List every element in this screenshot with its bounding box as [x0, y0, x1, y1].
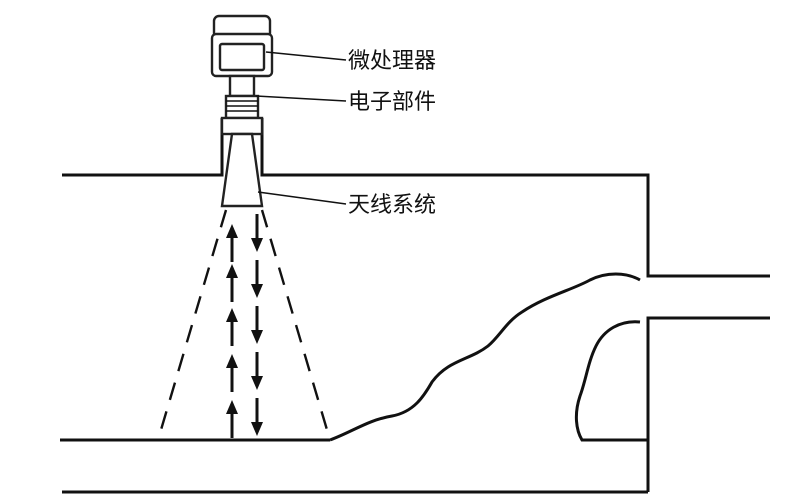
electronics-thread	[224, 94, 260, 120]
leader-lines	[255, 51, 347, 205]
radar-beam	[156, 209, 332, 441]
antenna-horn	[220, 132, 264, 208]
radar-sensor	[210, 14, 274, 208]
liquid-surface-wave	[329, 272, 641, 442]
leader-microprocessor	[265, 51, 347, 61]
label-antenna: 天线系统	[348, 193, 436, 218]
tank-outline	[60, 118, 770, 494]
tank-top-wall-left	[62, 118, 224, 177]
outlet-return-wave	[574, 320, 648, 442]
beam-right-edge	[260, 209, 332, 441]
tank-top-wall-right	[260, 118, 770, 278]
leader-electronics	[255, 95, 347, 102]
beam-left-edge	[156, 209, 228, 441]
electronics-neck	[228, 74, 256, 98]
signal-arrows	[226, 214, 263, 438]
reflected-signal-arrows	[226, 224, 238, 438]
antenna-flange	[220, 116, 264, 136]
label-electronics: 电子部件	[348, 90, 436, 115]
leader-antenna	[257, 191, 347, 205]
thread-lines	[226, 100, 258, 112]
emitted-signal-arrows	[251, 214, 263, 436]
label-microprocessor: 微处理器	[348, 49, 436, 74]
microprocessor-window	[218, 42, 266, 72]
outlet-lower-wall	[646, 316, 770, 492]
